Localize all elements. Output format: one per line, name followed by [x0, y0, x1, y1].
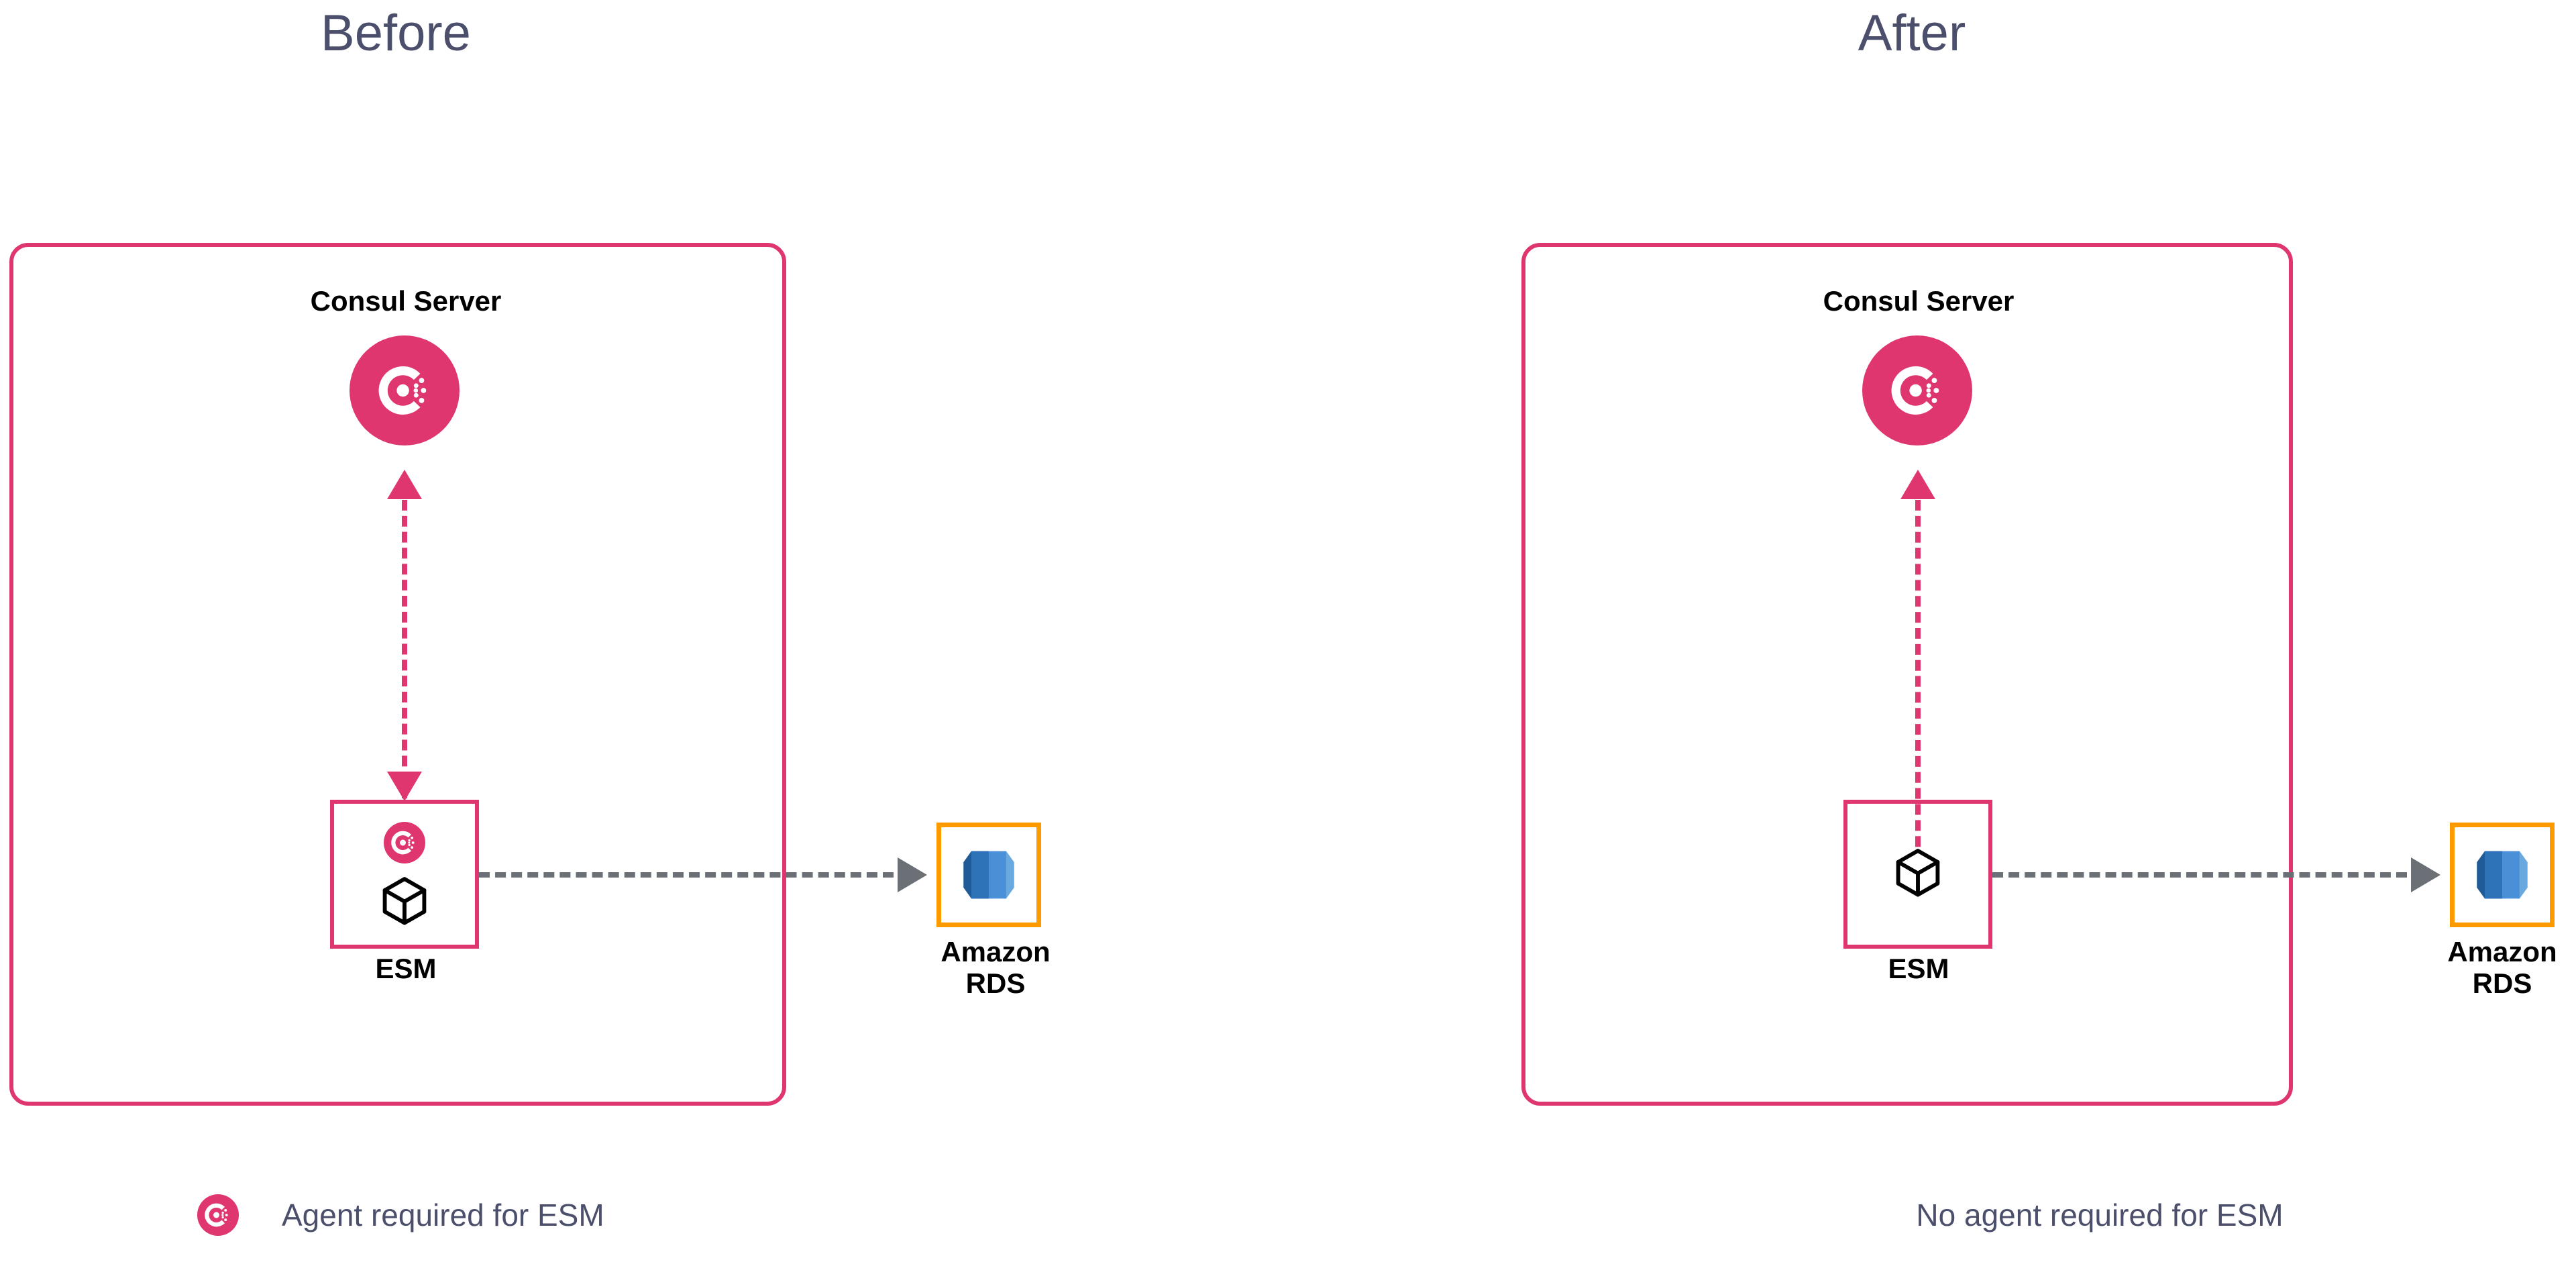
connector-esm-database-after: [1992, 872, 2407, 878]
rds-label-line2: RDS: [965, 967, 1026, 1000]
amazon-rds-icon: [963, 851, 1014, 899]
rds-label-line2: RDS: [2472, 967, 2532, 1000]
cube-icon-after: [1890, 844, 1946, 900]
arrow-up-to-consul-before: [387, 470, 422, 499]
esm-label-before: ESM: [375, 953, 437, 984]
amazon-rds-node-after: [2450, 823, 2555, 927]
consul-logo-icon: [1891, 366, 1939, 415]
connector-esm-database-before: [479, 872, 894, 878]
consul-server-label-before: Consul Server: [310, 285, 502, 317]
esm-node-before: [330, 800, 479, 949]
rds-label-line1: Amazon: [941, 936, 1051, 967]
panel-boundary-after: [1521, 243, 2293, 1106]
amazon-rds-node-before: [936, 823, 1041, 927]
consul-server-node-before: [350, 335, 460, 445]
legend-label-after: No agent required for ESM: [1916, 1198, 2284, 1232]
consul-server-label-after: Consul Server: [1823, 285, 2015, 317]
rds-label-line1: Amazon: [2447, 936, 2557, 967]
amazon-rds-icon: [2477, 851, 2528, 899]
legend-consul-icon-before: [197, 1194, 239, 1236]
cube-icon-before: [376, 872, 433, 929]
consul-agent-icon-before: [384, 822, 425, 863]
connector-consul-esm-after: [1915, 500, 1921, 879]
arrow-up-to-consul-after: [1900, 470, 1935, 499]
consul-logo-icon: [378, 366, 427, 415]
panel-boundary-before: [9, 243, 786, 1106]
arrow-right-to-database-after: [2411, 857, 2440, 892]
esm-node-after: [1843, 800, 1992, 949]
connector-consul-esm-before: [402, 500, 407, 798]
consul-server-node-after: [1862, 335, 1972, 445]
legend-label-before: Agent required for ESM: [282, 1198, 604, 1232]
esm-label-after: ESM: [1888, 953, 1949, 984]
arrow-down-to-esm-before: [387, 772, 422, 801]
panel-title-after: After: [1858, 5, 1966, 62]
panel-title-before: Before: [321, 5, 471, 62]
arrow-right-to-database-before: [898, 857, 927, 892]
